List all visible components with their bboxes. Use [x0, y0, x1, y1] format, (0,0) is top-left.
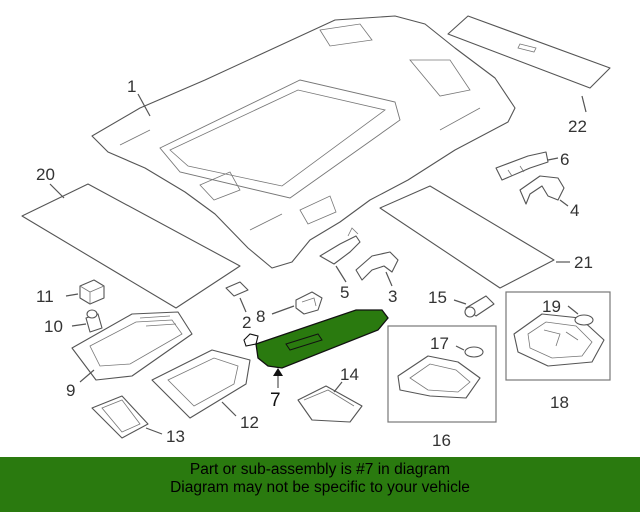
info-banner: Part or sub-assembly is #7 in diagram Di…: [0, 457, 640, 512]
callout-7: 7: [270, 390, 281, 411]
callout-20: 20: [36, 165, 55, 184]
part-8-bracket[interactable]: [295, 291, 323, 315]
part-22-panel[interactable]: [447, 15, 611, 89]
part-6-bracket[interactable]: [495, 151, 549, 181]
part-14-cover[interactable]: [297, 385, 363, 423]
part-5-bracket[interactable]: [319, 227, 361, 265]
part-12-console-frame[interactable]: [151, 349, 251, 419]
part-2-clip[interactable]: [225, 281, 249, 297]
callout-15: 15: [428, 288, 447, 307]
callout-19: 19: [542, 297, 561, 316]
callout-5: 5: [340, 283, 349, 302]
part-7-arrow: [273, 368, 283, 376]
parts-diagram: 1 22 6 4 20 21 5 3 11 10 2 8 9 12 13 14 …: [21, 15, 611, 450]
callout-4: 4: [570, 201, 579, 220]
callout-2: 2: [242, 313, 251, 332]
part-15-bulb[interactable]: [464, 295, 495, 318]
part-9-overhead-console[interactable]: [71, 311, 193, 381]
part-7-sun-visor[interactable]: [243, 309, 389, 369]
part-17-bulb[interactable]: [464, 346, 484, 358]
callout-17: 17: [430, 334, 449, 353]
callout-12: 12: [240, 413, 259, 432]
callout-10: 10: [44, 317, 63, 336]
part-3-grab-handle[interactable]: [355, 251, 399, 281]
part-19-bulb[interactable]: [574, 314, 594, 326]
banner-line-1: Part or sub-assembly is #7 in diagram: [189, 461, 451, 478]
callout-22: 22: [568, 117, 587, 136]
part-10-bulb[interactable]: [85, 309, 103, 333]
callout-18: 18: [550, 393, 569, 412]
callout-14: 14: [340, 365, 359, 384]
part-21-panel[interactable]: [379, 185, 555, 289]
leader-lines: [49, 93, 587, 435]
part-16-box: [387, 325, 497, 423]
part-4-grab-handle[interactable]: [519, 175, 565, 205]
callout-3: 3: [388, 287, 397, 306]
part-18-box: [505, 291, 611, 381]
callout-21: 21: [574, 253, 593, 272]
callout-6: 6: [560, 150, 569, 169]
part-20-panel[interactable]: [21, 183, 241, 309]
banner-line-2: Diagram may not be specific to your vehi…: [170, 479, 470, 496]
callout-9: 9: [66, 381, 75, 400]
part-16-lamp[interactable]: [397, 355, 481, 399]
part-1-headliner[interactable]: [91, 15, 516, 269]
callout-8: 8: [256, 307, 265, 326]
part-13-lens[interactable]: [91, 395, 149, 439]
callout-1: 1: [127, 77, 136, 96]
part-18-console[interactable]: [513, 313, 605, 367]
callout-16: 16: [432, 431, 451, 450]
part-11-clip[interactable]: [79, 279, 105, 305]
callout-13: 13: [166, 427, 185, 446]
callout-11: 11: [36, 287, 54, 306]
